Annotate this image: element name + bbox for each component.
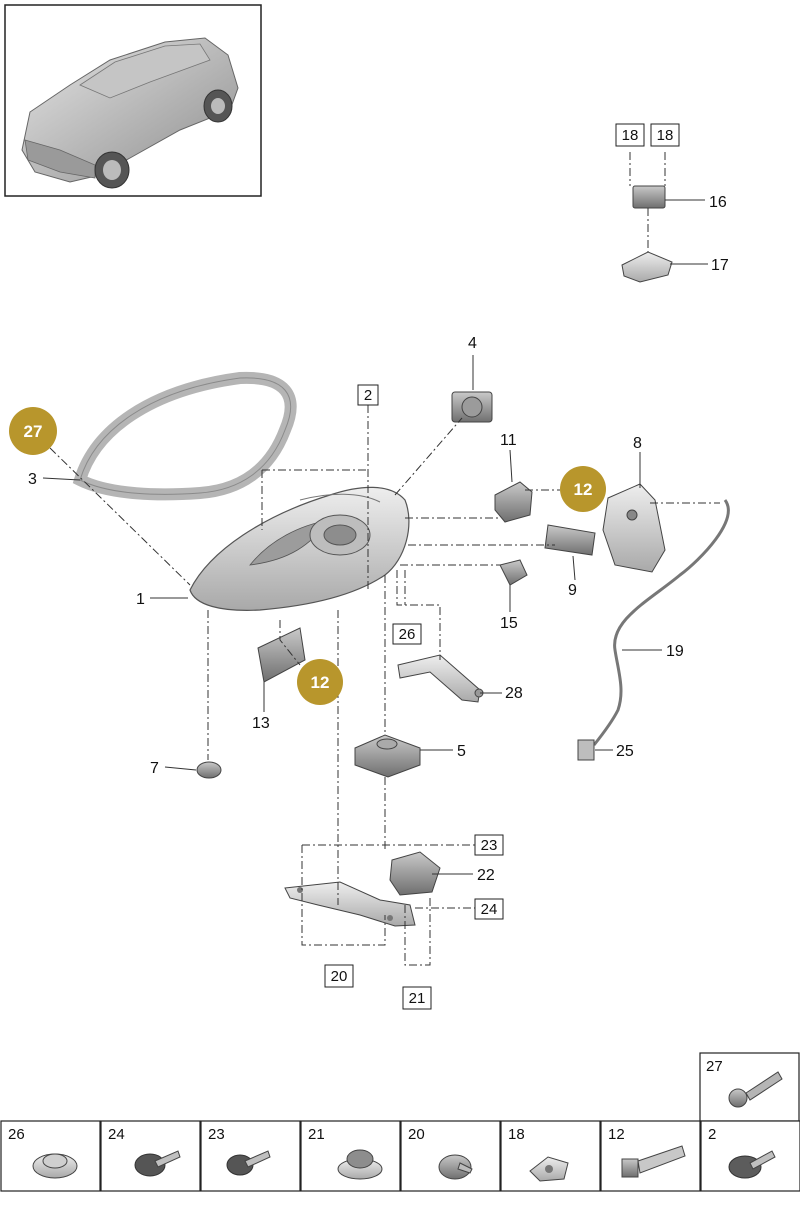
part-13-led-module <box>257 627 306 683</box>
fastener-21-icon <box>337 1149 383 1180</box>
legend-cell-18: 18 <box>500 1120 601 1192</box>
leader-lines <box>42 199 708 875</box>
legend-cell-label: 2 <box>708 1126 716 1143</box>
legend-cell-label: 18 <box>508 1126 525 1143</box>
boxed-callout-24: 24 <box>474 898 504 920</box>
legend-cell-label: 24 <box>108 1126 125 1143</box>
boxed-callout-18-left: 18 <box>615 123 645 147</box>
callout-28: 28 <box>505 685 523 702</box>
part-8-cover <box>602 483 666 573</box>
callout-19: 19 <box>666 643 684 660</box>
part-1-headlight <box>189 486 410 611</box>
fastener-12-icon <box>621 1145 686 1178</box>
part-4-fan <box>451 391 493 423</box>
svg-text:26: 26 <box>399 626 416 643</box>
legend-cell-26: 26 <box>0 1120 101 1192</box>
legend-cell-label: 20 <box>408 1126 425 1143</box>
boxed-callout-20: 20 <box>324 964 354 988</box>
svg-text:24: 24 <box>481 901 498 918</box>
legend-cell-label: 21 <box>308 1126 325 1143</box>
svg-text:18: 18 <box>622 127 639 144</box>
boxed-callout-18-right: 18 <box>650 123 680 147</box>
part-17-disc <box>621 251 673 283</box>
boxed-callouts: 2 18 18 26 23 24 20 21 <box>324 123 680 1010</box>
svg-text:2: 2 <box>364 387 372 404</box>
fastener-24-icon <box>134 1150 181 1177</box>
legend-cell-21: 21 <box>300 1120 401 1192</box>
fastener-26-icon <box>32 1153 78 1179</box>
legend-cell-27: 27 <box>699 1052 800 1122</box>
vehicle-thumbnail <box>4 4 262 197</box>
legend-cell-12: 12 <box>600 1120 701 1192</box>
svg-text:23: 23 <box>481 837 498 854</box>
badge-12-lower: 12 <box>297 659 343 705</box>
part-7-cap <box>196 761 222 779</box>
svg-text:21: 21 <box>409 990 426 1007</box>
part-16-sensor <box>632 185 666 209</box>
assembly-lines <box>49 152 720 966</box>
part-5-control-unit <box>354 734 421 778</box>
legend-cell-23: 23 <box>200 1120 301 1192</box>
boxed-callout-21: 21 <box>402 986 432 1010</box>
legend-cell-20: 20 <box>400 1120 501 1192</box>
callout-8: 8 <box>633 435 642 452</box>
part-3-gasket <box>72 371 297 501</box>
callout-22: 22 <box>477 867 495 884</box>
svg-text:12: 12 <box>311 673 330 692</box>
svg-text:12: 12 <box>574 480 593 499</box>
boxed-callout-26: 26 <box>392 623 422 645</box>
part-28-bracket <box>397 654 484 703</box>
callout-13: 13 <box>252 715 270 732</box>
callout-17: 17 <box>711 257 729 274</box>
boxed-callout-2: 2 <box>357 384 379 406</box>
callout-16: 16 <box>709 194 727 211</box>
legend-cell-label: 23 <box>208 1126 225 1143</box>
fastener-2-icon <box>728 1150 776 1179</box>
callout-3: 3 <box>28 471 37 488</box>
legend-cell-label: 12 <box>608 1126 625 1143</box>
car-image <box>21 37 239 189</box>
legend-cell-24: 24 <box>100 1120 201 1192</box>
svg-text:27: 27 <box>706 1058 723 1075</box>
part-9-module <box>544 524 596 556</box>
callout-4: 4 <box>468 335 477 352</box>
callout-1: 1 <box>136 591 145 608</box>
boxed-callout-23: 23 <box>474 834 504 856</box>
callout-11: 11 <box>500 432 517 449</box>
part-19-harness <box>577 499 730 761</box>
part-22-block <box>389 851 441 896</box>
legend-cell-2: 2 <box>700 1120 800 1192</box>
part-11-holder <box>494 481 533 523</box>
fastener-23-icon <box>226 1150 271 1176</box>
svg-text:27: 27 <box>24 422 43 441</box>
callout-15: 15 <box>500 615 518 632</box>
fastener-legend: 27 26 24 23 21 20 18 12 2 <box>0 1052 800 1192</box>
legend-row: 26 24 23 21 20 18 12 2 <box>0 1120 800 1192</box>
badge-12-upper: 12 <box>560 466 606 512</box>
fastener-20-icon <box>438 1154 473 1180</box>
callout-7: 7 <box>150 760 159 777</box>
part-15-actuator <box>499 559 528 586</box>
badge-27: 27 <box>9 407 57 455</box>
fastener-18-icon <box>529 1156 569 1182</box>
callout-labels: 1 3 4 5 7 8 9 11 13 15 16 17 19 22 25 28 <box>28 194 729 884</box>
svg-text:20: 20 <box>331 968 348 985</box>
legend-cell-label: 26 <box>8 1126 25 1143</box>
svg-text:18: 18 <box>657 127 674 144</box>
callout-5: 5 <box>457 743 466 760</box>
screw-27-icon <box>728 1071 783 1108</box>
callout-25: 25 <box>616 743 634 760</box>
callout-9: 9 <box>568 582 577 599</box>
